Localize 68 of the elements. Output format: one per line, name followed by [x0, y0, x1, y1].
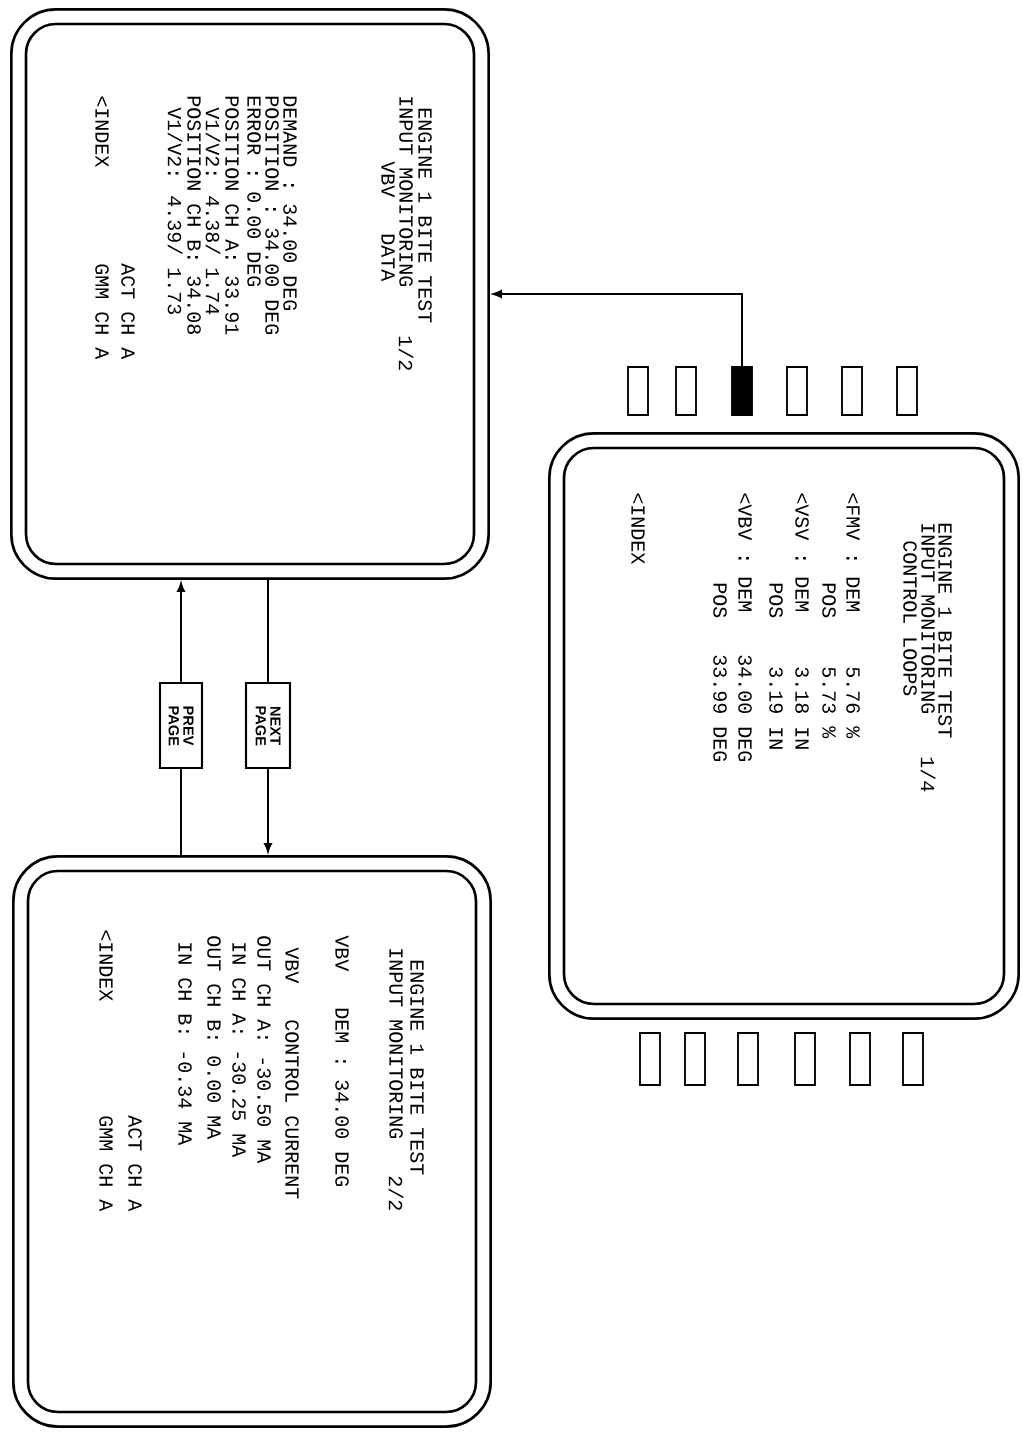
screen-text: ACT CH A	[128, 1115, 142, 1212]
screen-text: 5.76 %	[846, 667, 860, 739]
screen-text: CONTROL LOOPS	[903, 541, 917, 696]
screen-text: VBV	[285, 947, 299, 984]
screen-text: IN CH B: -0.34 MA	[178, 943, 192, 1146]
screen-text: POS	[713, 583, 727, 618]
screen-text: 34.00 DEG	[738, 655, 752, 762]
screen-text: <VBV : DEM	[738, 493, 752, 611]
line-select-key	[627, 366, 649, 416]
screen-text: INPUT MONITORING	[399, 97, 413, 287]
connector-line	[267, 579, 269, 683]
screen-text: 3.19 IN	[769, 667, 783, 749]
screen-text: VBV	[335, 935, 349, 972]
screen-text: POSITION CH A: 33.91	[225, 96, 239, 335]
screen-text: POSITION : 34.00 DEG	[265, 96, 279, 335]
screen-text: ACT CH A	[121, 263, 135, 360]
screen-text: OUT CH A: -30.50 MA	[257, 936, 271, 1164]
screen-text: 33.99 DEG	[713, 655, 727, 762]
arrow	[493, 290, 743, 368]
screen-text: INPUT MONITORING	[389, 949, 403, 1139]
screen-text: <INDEX	[631, 493, 645, 564]
screen-text: ERROR : 0.00 DEG	[247, 96, 261, 287]
screen-text: <FMV : DEM	[846, 493, 860, 611]
screen-text: ENGINE 1 BITE TEST	[938, 523, 952, 738]
line-select-key	[684, 1032, 706, 1086]
screen-text: IN CH A: -30.25 MA	[232, 943, 246, 1158]
screen-text: 1/4	[920, 757, 936, 792]
line-select-key	[841, 366, 863, 416]
line-select-key	[639, 1032, 661, 1086]
display-screen	[548, 432, 1020, 1020]
connector-line	[180, 768, 182, 857]
screen-text: INPUT MONITORING	[921, 524, 935, 714]
screen-text: <INDEX	[95, 96, 109, 167]
screen-text: <VSV : DEM	[795, 493, 809, 611]
screen-text: DEM : 34.00 DEG	[335, 1008, 349, 1187]
screen-text: DATA	[381, 234, 395, 282]
screen-text: V1/V2: 4.38/ 1.74	[205, 107, 221, 315]
screen-text: POS	[769, 583, 783, 618]
screen-text: OUT CH B: 0.00 MA	[207, 936, 221, 1140]
arrow	[264, 768, 272, 853]
screen-text: ENGINE 1 BITE TEST	[410, 960, 424, 1175]
screen-text: V1/V2: 4.39/ 1.73	[167, 107, 183, 314]
line-select-key	[849, 1032, 871, 1086]
screen-text: 3.18 IN	[795, 667, 809, 749]
line-select-key	[786, 366, 808, 416]
screen-text: GMM CH A	[95, 264, 109, 360]
line-select-key	[896, 366, 918, 416]
screen-text: POSITION CH B: 34.08	[187, 96, 201, 334]
screen-text: GMM CH A	[99, 1116, 113, 1212]
display-screen	[12, 855, 492, 1428]
arrow	[177, 583, 185, 683]
screen-text: POS	[822, 583, 836, 618]
screen-text: 2/2	[388, 1176, 404, 1210]
screen-text: CONTROL CURRENT	[285, 1020, 299, 1199]
screen-text: 1/2	[398, 336, 414, 370]
page-key: PREV PAGE	[158, 681, 204, 770]
line-select-key	[794, 1032, 816, 1086]
display-screen	[10, 8, 490, 580]
screen-text: <INDEX	[99, 930, 113, 1001]
screen-text: DEMAND : 34.00 DEG	[283, 96, 297, 311]
page-key: NEXT PAGE	[244, 681, 292, 770]
screen-text: ENGINE 1 BITE TEST	[418, 108, 432, 323]
screen-text: VBV	[381, 161, 395, 198]
line-select-key	[731, 366, 753, 416]
screen-text: 5.73 %	[822, 667, 836, 739]
line-select-key	[675, 366, 697, 416]
line-select-key	[902, 1032, 924, 1086]
line-select-key	[737, 1032, 759, 1086]
